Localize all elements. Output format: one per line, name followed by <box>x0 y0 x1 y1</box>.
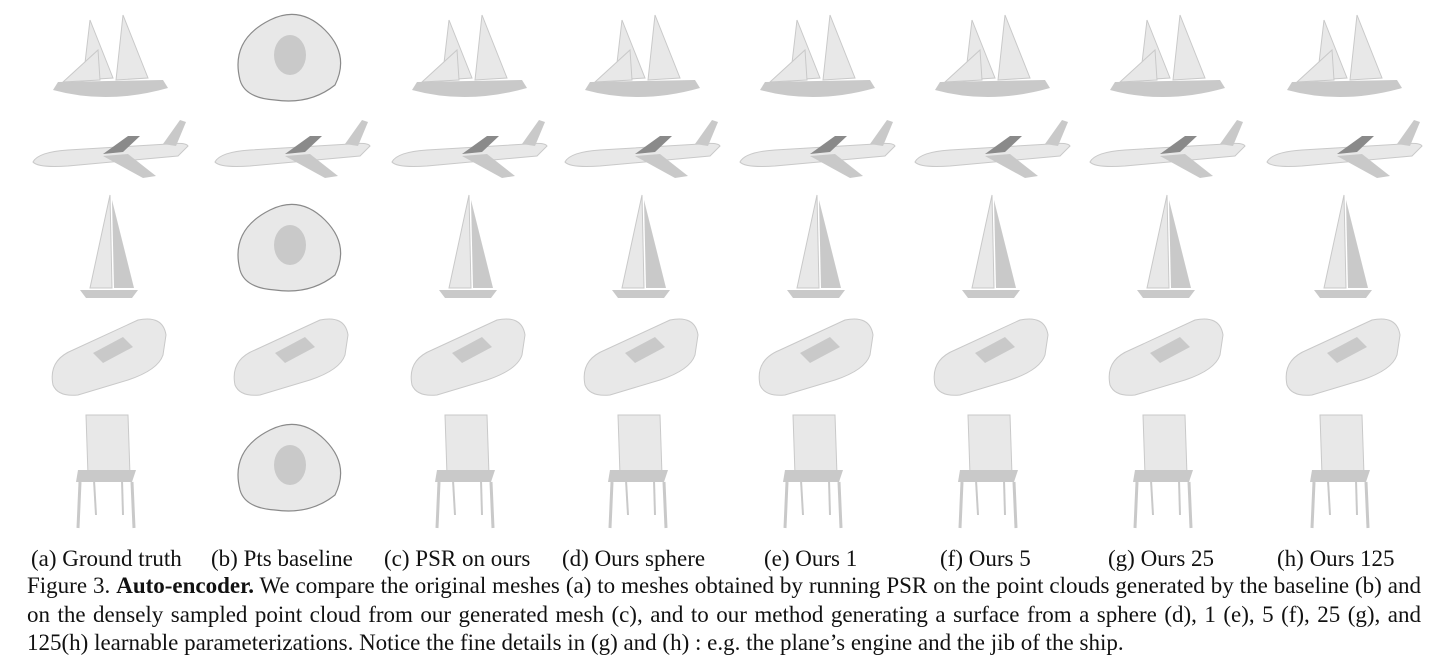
mesh-render <box>1137 194 1195 298</box>
mesh-render <box>933 318 1049 396</box>
mesh-render <box>958 414 1018 529</box>
mesh-render <box>32 120 189 178</box>
mesh-render <box>1287 14 1402 98</box>
mesh-render <box>1310 414 1370 529</box>
render-grid <box>32 13 1423 529</box>
label-ours-125: (h) Ours 125 <box>1277 546 1395 571</box>
label-ours-1: (e) Ours 1 <box>764 546 858 571</box>
mesh-render <box>962 194 1020 298</box>
mesh-render <box>914 120 1071 178</box>
mesh-render <box>1314 194 1372 298</box>
mesh-render <box>214 120 371 178</box>
mesh-render <box>233 318 349 396</box>
mesh-render <box>583 318 699 396</box>
mesh-render <box>935 14 1050 98</box>
mesh-render <box>51 318 167 396</box>
mesh-render <box>80 194 138 298</box>
mesh-render <box>391 120 548 178</box>
mesh-render <box>237 203 342 292</box>
label-psr-on-ours: (c) PSR on ours <box>384 546 531 571</box>
mesh-render <box>1133 414 1193 529</box>
mesh-render <box>410 318 526 396</box>
label-pts-baseline: (b) Pts baseline <box>211 546 353 571</box>
figure-caption: Figure 3. Auto-encoder. We compare the o… <box>27 572 1421 658</box>
mesh-render <box>76 414 136 529</box>
mesh-render <box>1266 120 1423 178</box>
mesh-render <box>787 194 845 298</box>
mesh-render <box>435 414 495 529</box>
label-ours-25: (g) Ours 25 <box>1108 546 1215 571</box>
label-ours-sphere: (d) Ours sphere <box>562 546 706 571</box>
mesh-render <box>739 120 896 178</box>
caption-prefix: Figure 3. <box>27 573 111 598</box>
mesh-render <box>585 14 700 98</box>
caption-title: Auto-encoder. <box>116 573 254 598</box>
mesh-render <box>1110 14 1225 98</box>
mesh-render <box>237 13 342 102</box>
mesh-render <box>783 414 843 529</box>
mesh-render <box>608 414 668 529</box>
caption-body: We compare the original meshes (a) to me… <box>27 573 1421 655</box>
mesh-render <box>1108 318 1224 396</box>
mesh-render <box>1089 120 1246 178</box>
mesh-render <box>612 194 670 298</box>
figure-grid <box>32 13 1423 529</box>
mesh-render <box>760 14 875 98</box>
mesh-render <box>439 194 497 298</box>
mesh-render <box>53 14 168 98</box>
mesh-render <box>412 14 527 98</box>
mesh-render <box>564 120 721 178</box>
mesh-render <box>237 423 342 512</box>
label-ours-5: (f) Ours 5 <box>940 546 1031 571</box>
mesh-render <box>758 318 874 396</box>
mesh-render <box>1285 318 1401 396</box>
label-ground-truth: (a) Ground truth <box>31 546 182 571</box>
